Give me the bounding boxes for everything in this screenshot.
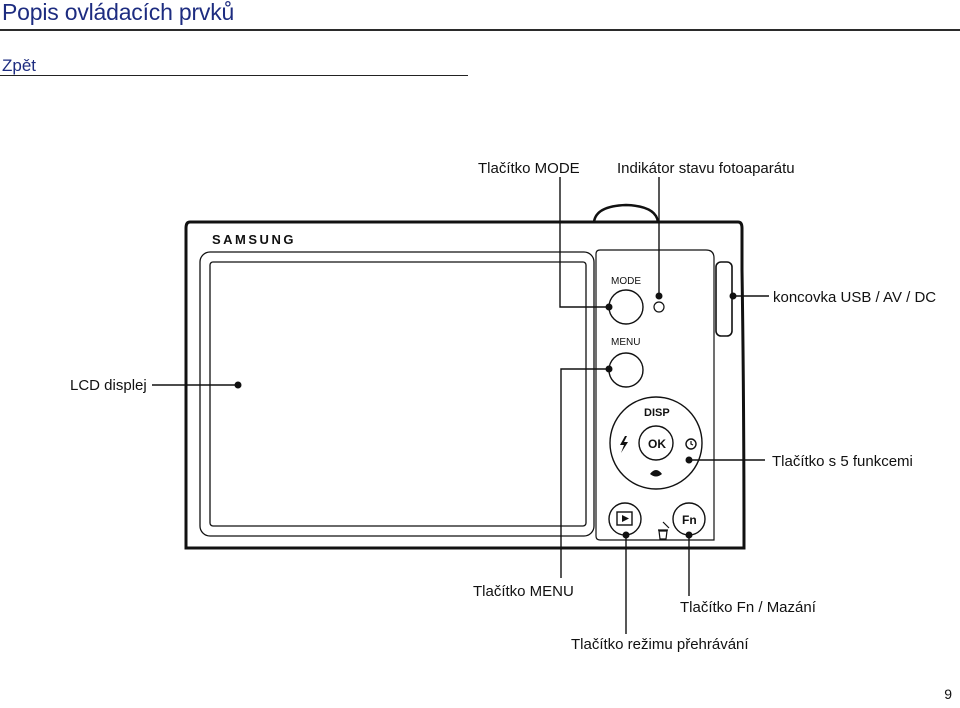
camera-body (184, 220, 746, 550)
back-underline (0, 75, 468, 76)
menu-button (608, 352, 644, 388)
callout-status-indicator: Indikátor stavu fotoaparátu (617, 160, 795, 177)
title-underline (0, 29, 960, 31)
callout-lcd: LCD displej (70, 377, 147, 394)
brand-logo: SAMSUNG (212, 232, 296, 247)
page-title: Popis ovládacích prvků (2, 0, 235, 25)
macro-icon (650, 470, 662, 477)
callout-lines (152, 177, 769, 634)
callout-dot-usb (729, 292, 737, 300)
callout-dot-dial (685, 456, 693, 464)
five-function-dial (609, 396, 703, 490)
mode-label: MODE (611, 276, 641, 287)
callout-menu-button: Tlačítko MENU (473, 583, 574, 600)
ok-label: OK (648, 437, 666, 451)
lcd-screen (209, 261, 587, 527)
menu-label: MENU (611, 337, 640, 348)
callout-dot-mode (605, 303, 613, 311)
lcd-frame (199, 251, 595, 537)
ok-button (638, 425, 674, 461)
callout-dot-playback (622, 531, 630, 539)
callout-dot-menu (605, 365, 613, 373)
shutter-bump (592, 203, 660, 223)
timer-icon (685, 438, 697, 450)
mode-button (608, 289, 644, 325)
trash-icon (658, 529, 668, 540)
callout-dot-led (655, 292, 663, 300)
callout-playback: Tlačítko režimu přehrávání (571, 636, 749, 653)
callout-mode-button: Tlačítko MODE (478, 160, 580, 177)
page-number: 9 (944, 686, 952, 702)
status-led (653, 301, 665, 313)
callout-fn-delete: Tlačítko Fn / Mazání (680, 599, 816, 616)
callout-dot-lcd (234, 381, 242, 389)
callout-usb-port: koncovka USB / AV / DC (773, 289, 937, 306)
back-link[interactable]: Zpět (2, 56, 37, 75)
callout-five-function: Tlačítko s 5 funkcemi (772, 453, 913, 470)
flash-icon (620, 436, 628, 453)
usb-port-cover (715, 261, 733, 337)
callout-dot-fn (685, 531, 693, 539)
playback-icon (616, 511, 633, 526)
control-panel (595, 249, 715, 541)
fn-label: Fn (682, 513, 697, 527)
disp-label: DISP (644, 407, 670, 419)
